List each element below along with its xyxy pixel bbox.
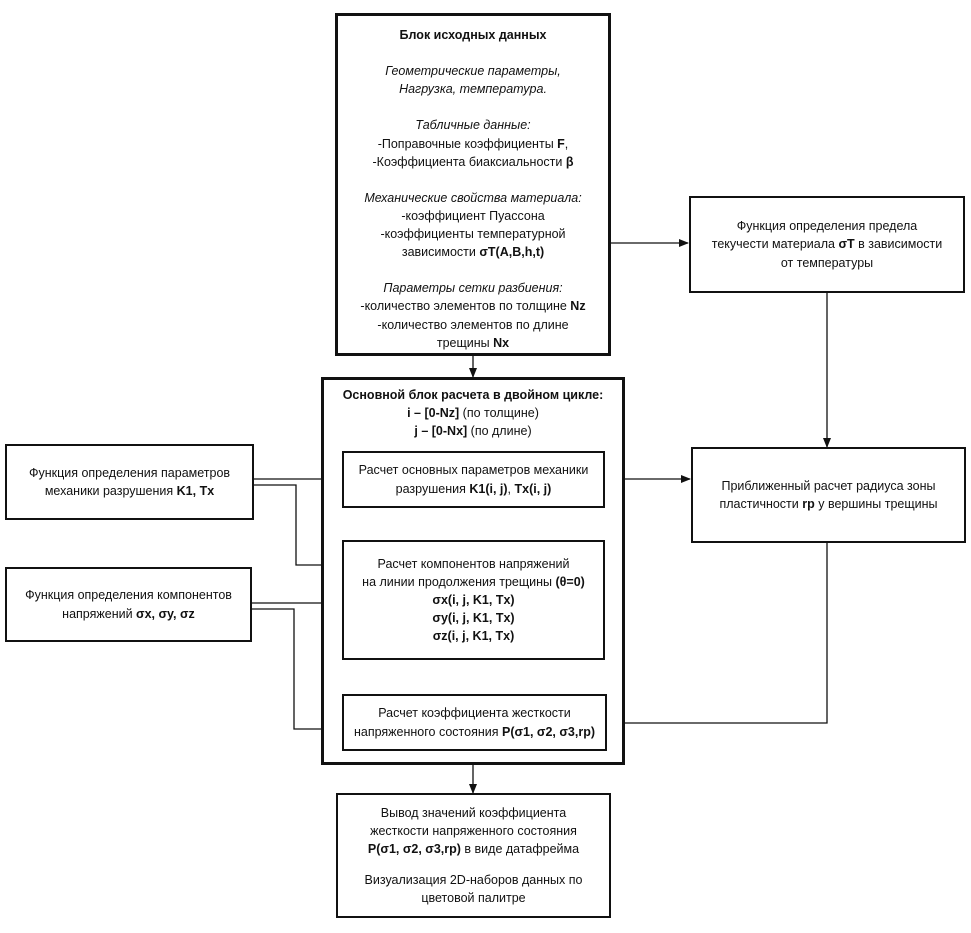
input-mesh-line-2: -количество элементов по длине <box>377 317 569 332</box>
yield-strength-function-box: Функция определения предела текучести ма… <box>689 196 965 293</box>
calc-stress-line-2: на линии продолжения трещины (θ=0) <box>362 574 585 589</box>
input-block-title: Блок исходных данных <box>399 28 547 42</box>
input-table-line-2: -Коэффициента биаксиальности β <box>372 154 574 169</box>
output-line-5: цветовой палитре <box>421 890 526 905</box>
input-mesh-title: Параметры сетки разбиения: <box>383 281 563 296</box>
main-block-title: Основной блок расчета в двойном цикле: <box>342 388 604 402</box>
calc-stress-line-1: Расчет компонентов напряжений <box>377 556 570 571</box>
calc-stress-sx: σx(i, j, K1, Tx) <box>432 592 515 607</box>
arrow-fracture-func-to-stress <box>254 484 343 569</box>
output-line-4: Визуализация 2D-наборов данных по <box>364 872 583 887</box>
output-line-1: Вывод значений коэффициента <box>380 806 567 821</box>
plastic-line-1: Приближенный расчет радиуса зоны <box>721 478 936 493</box>
calc-stress-sz: σz(i, j, K1, Tx) <box>432 629 515 644</box>
output-line-2: жесткости напряженного состояния <box>370 824 577 839</box>
calc-stress-components-box: Расчет компонентов напряжений на линии п… <box>342 540 605 660</box>
input-table-title: Табличные данные: <box>415 118 531 133</box>
arrow-stress-func-to-stiffness <box>252 608 343 733</box>
input-data-block: Блок исходных данных Геометрические пара… <box>335 13 611 356</box>
fracture-func-line-1: Функция определения параметров <box>28 465 231 480</box>
calc-stiffness-coefficient-box: Расчет коэффициента жесткости напряженно… <box>342 694 607 751</box>
input-mesh-line-1: -количество элементов по толщине Nz <box>360 299 586 314</box>
input-mech-line-1: -коэффициент Пуассона <box>401 208 545 223</box>
stress-func-line-2: напряжений σx, σy, σz <box>62 606 195 621</box>
input-table-line-1: -Поправочные коэффициенты F, <box>377 136 569 151</box>
main-loop-i: i – [0-Nz] (по толщине) <box>407 406 539 421</box>
output-line-3: P(σ1, σ2, σ3,rp) в виде датафрейма <box>367 842 580 857</box>
fracture-mechanics-function-box: Функция определения параметров механики … <box>5 444 254 520</box>
main-loop-j: j – [0-Nx] (по длине) <box>414 424 532 439</box>
input-mech-line-2: -коэффициенты температурной <box>380 227 566 241</box>
yield-line-3: от температуры <box>780 255 874 270</box>
fracture-func-line-2: механики разрушения K1, Tx <box>44 484 215 498</box>
stress-components-function-box: Функция определения компонентов напряжен… <box>5 567 252 642</box>
input-mesh-line-3: трещины Nx <box>436 335 510 350</box>
input-mech-line-3: зависимости σT(A,B,h,t) <box>401 245 545 260</box>
calc-fracture-line-2: разрушения K1(i, j), Tx(i, j) <box>395 481 552 496</box>
calc-fracture-line-1: Расчет основных параметров механики <box>358 463 589 478</box>
stress-func-line-1: Функция определения компонентов <box>25 588 232 603</box>
calc-fracture-params-box: Расчет основных параметров механики разр… <box>342 451 605 508</box>
calc-stress-sy: σy(i, j, K1, Tx) <box>432 611 515 626</box>
plastic-line-2: пластичности rp у вершины трещины <box>719 497 938 511</box>
output-results-box: Вывод значений коэффициента жесткости на… <box>336 793 611 918</box>
input-geom-line-1: Геометрические параметры, <box>385 64 561 79</box>
yield-line-2: текучести материала σT в зависимости <box>711 237 943 252</box>
input-geom-line-2: Нагрузка, температура. <box>399 82 547 97</box>
arrow-plastic-to-stiffness <box>606 543 828 727</box>
calc-stiffness-line-2: напряженного состояния P(σ1, σ2, σ3,rp) <box>353 724 596 739</box>
input-mech-title: Механические свойства материала: <box>364 190 582 205</box>
yield-line-1: Функция определения предела <box>736 219 918 234</box>
calc-stiffness-line-1: Расчет коэффициента жесткости <box>378 706 571 721</box>
plastic-zone-radius-box: Приближенный расчет радиуса зоны пластич… <box>691 447 966 543</box>
